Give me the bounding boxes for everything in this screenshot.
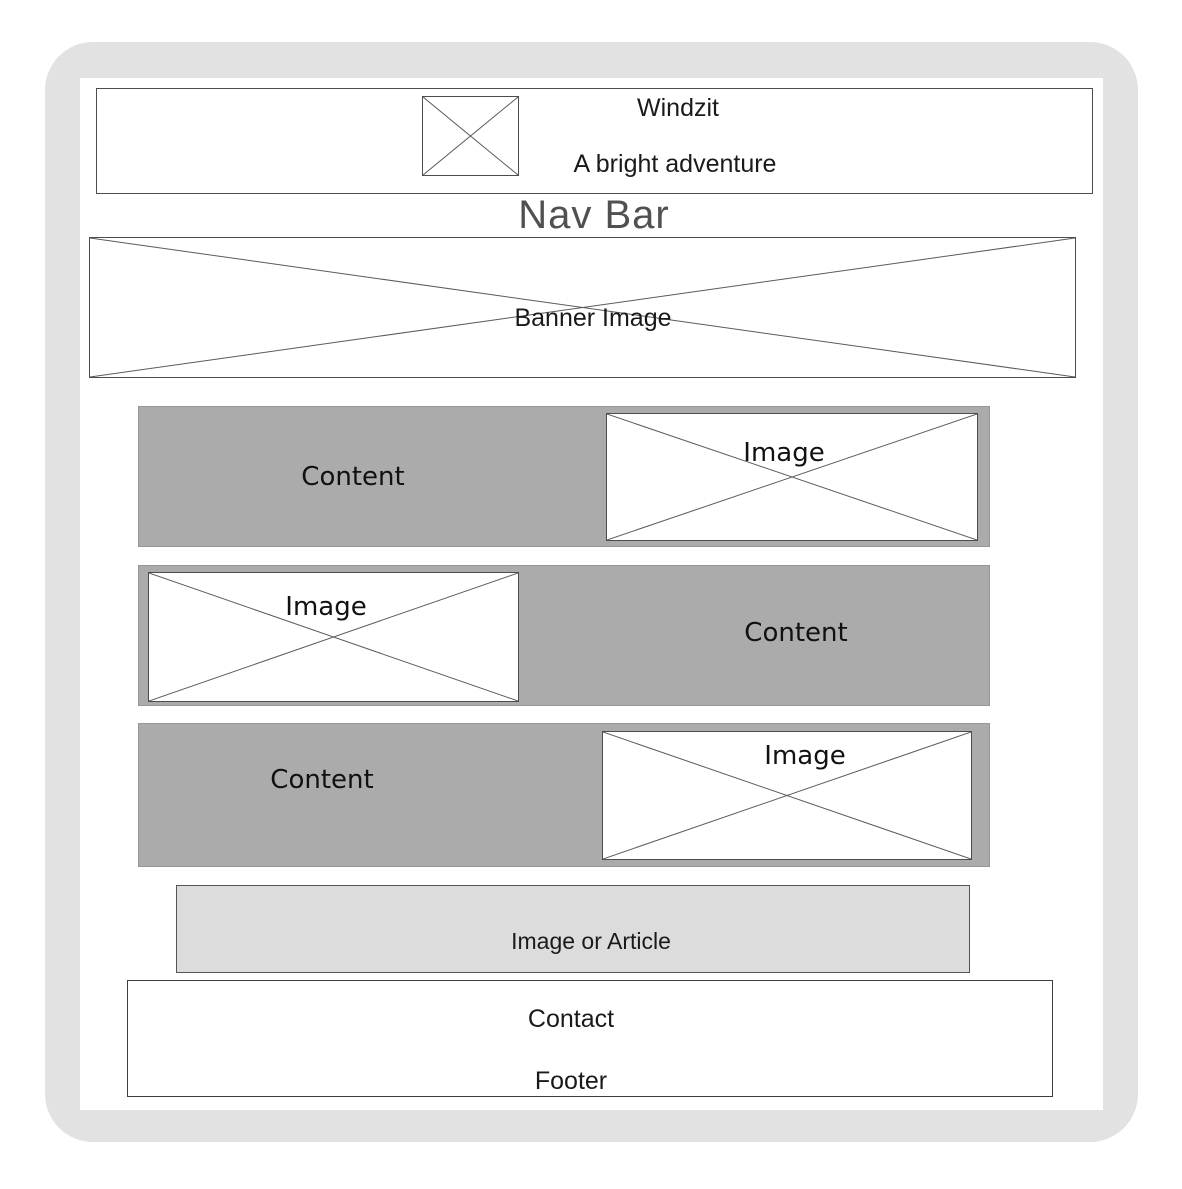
content-label: Content (301, 462, 405, 492)
logo-image-placeholder (422, 96, 519, 176)
placeholder-x-icon (603, 732, 971, 859)
banner-label: Banner Image (514, 304, 672, 332)
header-section (96, 88, 1093, 194)
placeholder-x-icon (423, 97, 518, 175)
row-image-placeholder (606, 413, 978, 541)
nav-bar-label: Nav Bar (518, 193, 670, 237)
content-label: Content (270, 765, 374, 795)
content-label: Content (744, 618, 848, 648)
footer-section (127, 980, 1053, 1097)
row-image-placeholder (602, 731, 972, 860)
image-label: Image (764, 741, 846, 771)
footer-label: Footer (534, 1067, 608, 1095)
brand-tagline: A bright adventure (573, 150, 777, 178)
image-label: Image (743, 438, 825, 468)
brand-title: Windzit (637, 94, 719, 122)
contact-label: Contact (527, 1005, 615, 1033)
article-section (176, 885, 970, 973)
article-label: Image or Article (511, 928, 671, 954)
row-image-placeholder (148, 572, 519, 702)
placeholder-x-icon (149, 573, 518, 701)
placeholder-x-icon (607, 414, 977, 540)
image-label: Image (285, 592, 367, 622)
placeholder-x-icon (90, 238, 1075, 377)
banner-image-placeholder (89, 237, 1076, 378)
